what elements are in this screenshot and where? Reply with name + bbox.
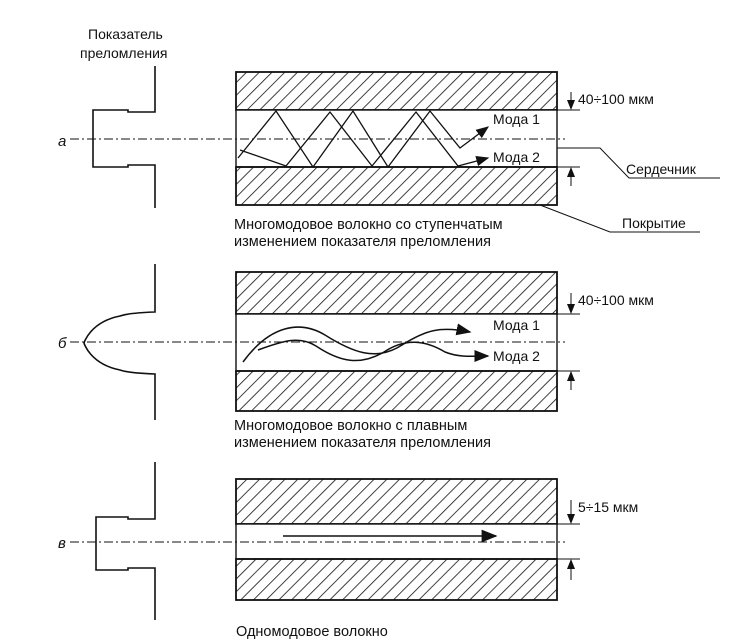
- profile-b: [83, 264, 156, 420]
- panel-b: б Мода 1 Мода 2 40÷100 мкм Многомодовое …: [58, 264, 654, 451]
- mode2-label-b: Мода 2: [493, 348, 540, 364]
- cladding-leader: [539, 204, 700, 233]
- caption-b-line2: изменением показателя преломления: [234, 435, 491, 451]
- profile-a: [92, 66, 156, 208]
- dimension-a: 40÷100 мкм: [578, 91, 654, 107]
- header-line1: Показатель: [88, 26, 163, 42]
- panel-letter-c: в: [58, 535, 66, 552]
- panel-a: а Мода 1 Мода 2 40÷100 мкм Сердечник Пок…: [58, 66, 720, 250]
- dimension-b: 40÷100 мкм: [578, 292, 654, 308]
- mode1-ray-a: [237, 109, 490, 169]
- panel-letter-b: б: [58, 335, 67, 352]
- mode1-wave-b: [242, 323, 472, 363]
- core-callout: Сердечник: [626, 161, 697, 177]
- mode2-wave-b: [257, 339, 490, 363]
- cladding-top-a: [235, 71, 558, 111]
- cladding-bottom-a: [235, 166, 558, 206]
- cladding-top-b: [235, 271, 558, 315]
- profile-c: [95, 462, 156, 620]
- cladding-top-c: [235, 478, 558, 525]
- caption-b-line1: Многомодовое волокно с плавным: [234, 418, 467, 434]
- mode1-label-a: Мода 1: [493, 111, 540, 127]
- cladding-callout: Покрытие: [622, 215, 686, 231]
- panel-c: в 5÷15 мкм Одномодовое волокно: [58, 462, 638, 640]
- mode2-label-a: Мода 2: [493, 149, 540, 165]
- caption-a-line2: изменением показателя преломления: [234, 234, 491, 250]
- cladding-bottom-c: [235, 558, 558, 601]
- caption-a-line1: Многомодовое волокно со ступенчатым: [234, 217, 503, 233]
- cladding-bottom-b: [235, 370, 558, 412]
- mode1-label-b: Мода 1: [493, 317, 540, 333]
- core-leader: [557, 147, 720, 179]
- dimension-c: 5÷15 мкм: [578, 499, 638, 515]
- panel-letter-a: а: [58, 133, 66, 150]
- header-line2: преломления: [80, 45, 168, 61]
- mode2-ray-a: [239, 110, 490, 168]
- caption-c-line1: Одномодовое волокно: [236, 624, 388, 640]
